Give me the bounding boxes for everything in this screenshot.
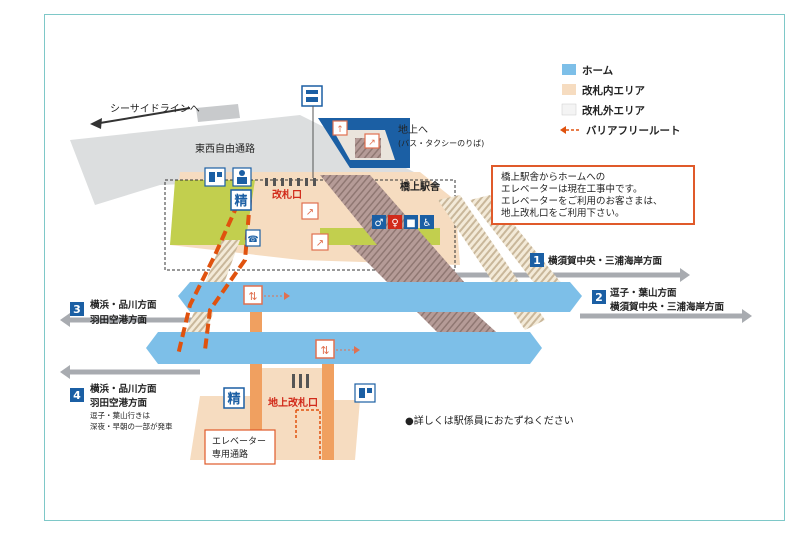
elevator-icon-platform-lower: ⇅	[315, 339, 335, 359]
track-3-badge	[70, 302, 84, 316]
fare-adjustment-icon: 精	[230, 189, 252, 211]
notice-line-3: エレベーターをご利用のお客さまは、	[501, 195, 663, 207]
ticket-machine-icon	[204, 167, 226, 187]
notice-line-2: エレベーターは現在工事中です。	[501, 183, 643, 195]
seaside-line-label: シーサイドラインへ	[110, 103, 200, 115]
notice-line-4: 地上改札口をご利用下さい。	[501, 207, 625, 219]
svg-text:♿: ♿	[423, 218, 432, 229]
legend: ホーム 改札内エリア 改札外エリア バリアフリールート	[560, 64, 681, 137]
svg-text:↗: ↗	[368, 138, 376, 148]
escalator-icon-concourse-1: ↗	[301, 202, 319, 220]
legend-route-label: バリアフリールート	[586, 125, 681, 137]
legend-inside-gate-label: 改札内エリア	[582, 84, 645, 97]
above-ground-sub-label: (バス・タクシーのりば)	[398, 139, 484, 148]
ground-gate-area	[262, 368, 322, 460]
ground-ticket-gate-label: 地上改札口	[268, 396, 318, 409]
track-4-destination-1: 横浜・品川方面	[90, 383, 157, 395]
svg-text:精: 精	[234, 193, 247, 209]
restroom-men-icon	[372, 215, 386, 229]
track-2-destination-1: 逗子・葉山方面	[610, 287, 677, 299]
legend-platform-swatch	[562, 64, 576, 75]
track-4-note-1: 逗子・葉山行きは	[90, 410, 150, 420]
track-4-arrow	[60, 365, 70, 379]
ask-staff-note: ●詳しくは駅係員におたずねください	[405, 414, 574, 427]
station-building-label: 橋上駅舎	[400, 180, 441, 193]
track-4-destination-2: 羽田空港方面	[90, 397, 148, 409]
pillar-1	[250, 312, 262, 332]
track-4-badge	[70, 388, 84, 402]
escalator-b	[345, 175, 480, 305]
elevator-icon-platform-upper: ⇅	[243, 285, 263, 305]
svg-text:↗: ↗	[306, 207, 314, 218]
track-4-note-2: 深夜・早朝の一部が発車	[90, 421, 173, 431]
svg-text:3: 3	[73, 303, 81, 316]
construction-notice-box	[491, 165, 695, 225]
ticket-vending-icon	[301, 85, 323, 107]
multipurpose-restroom-icon	[404, 215, 418, 229]
notice-line-1: 橋上駅舎からホームへの	[501, 171, 605, 183]
ticket-gates	[265, 178, 316, 186]
restroom-women-icon	[388, 215, 402, 229]
elevator-icon-bus: ↑	[332, 120, 348, 136]
elevator-passage-box	[204, 429, 276, 465]
svg-text:☎: ☎	[247, 235, 258, 245]
svg-text:4: 4	[73, 389, 81, 402]
track-3-destination-1: 横浜・品川方面	[90, 299, 157, 311]
phone-icon: ☎	[245, 229, 261, 247]
track-2-destination-2: 横須賀中央・三浦海岸方面	[610, 301, 725, 313]
svg-text:♀: ♀	[391, 218, 398, 229]
above-ground-label: 地上へ	[398, 123, 428, 136]
ground-ticket-gates	[292, 374, 309, 388]
platform-lower	[146, 332, 542, 364]
ground-route-line	[296, 409, 321, 460]
svg-text:1: 1	[533, 254, 541, 267]
pillar-3	[322, 364, 334, 460]
svg-text:⇅: ⇅	[248, 290, 257, 303]
escalator-icon-concourse-2: ↗	[311, 233, 329, 251]
svg-text:♂: ♂	[375, 218, 384, 229]
free-passage-stair	[196, 104, 240, 122]
svg-text:2: 2	[595, 291, 603, 304]
seaside-arrow-head	[90, 118, 102, 129]
escalator-icon-bus: ↗	[364, 133, 380, 149]
legend-inside-gate-swatch	[562, 84, 576, 95]
track-2-badge	[592, 290, 606, 304]
track-2-arrow	[742, 309, 752, 323]
ticket-gate-label: 改札口	[272, 188, 302, 201]
track-1-arrow	[680, 268, 690, 282]
ground-ticket-machine-icon	[354, 383, 376, 403]
elevator-passage-label-1: エレベーター	[212, 436, 266, 447]
barrier-free-route-left	[176, 189, 246, 356]
legend-platform-label: ホーム	[582, 65, 614, 77]
track-3-arrow	[60, 313, 70, 327]
platform-upper	[178, 282, 582, 312]
svg-text:↑: ↑	[336, 125, 344, 135]
wheelchair-icon	[420, 215, 434, 229]
svg-text:■: ■	[406, 218, 415, 229]
legend-outside-gate-swatch	[561, 103, 577, 116]
track-1-badge	[530, 253, 544, 267]
ground-fare-adjustment-icon: 精	[223, 387, 245, 409]
seaside-arrow-line	[99, 107, 191, 124]
ground-right-area	[334, 400, 360, 460]
track-3-destination-2: 羽田空港方面	[90, 314, 148, 326]
restroom-icons: ♂ ♀ ■ ♿	[372, 215, 434, 229]
elevator-passage-label-2: 専用通路	[212, 448, 248, 460]
free-passage-label: 東西自由通路	[195, 142, 255, 155]
svg-text:⇅: ⇅	[320, 344, 329, 357]
svg-text:精: 精	[227, 391, 240, 407]
track-1-destination: 横須賀中央・三浦海岸方面	[548, 255, 663, 267]
staff-icon	[232, 167, 252, 187]
svg-text:↗: ↗	[316, 238, 324, 249]
legend-outside-gate-label: 改札外エリア	[582, 104, 645, 117]
